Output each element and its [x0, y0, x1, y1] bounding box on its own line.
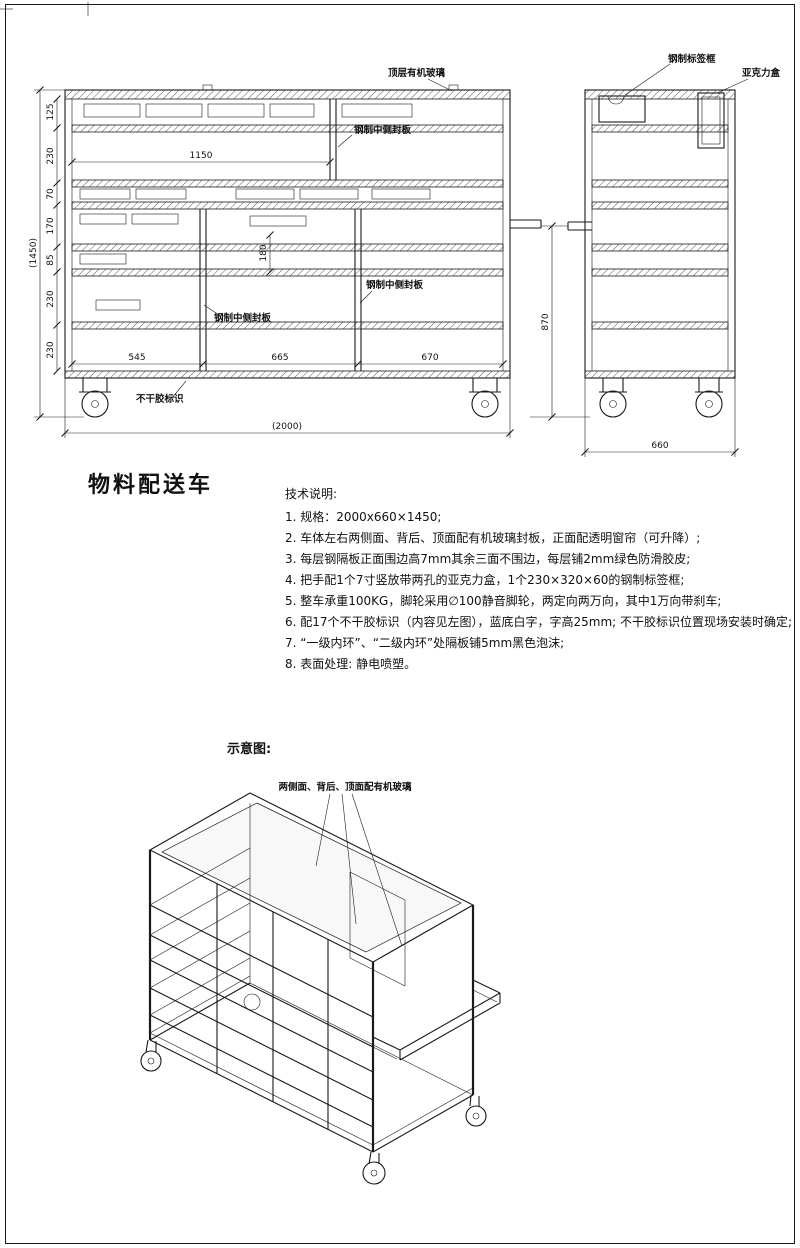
isometric-schematic-drawing: 两侧面、背后、顶面配有机玻璃: [140, 781, 501, 1185]
acrylic-box: [697, 92, 725, 149]
dim-overall-width: (2000): [61, 378, 514, 438]
dim-text-230c: 230: [46, 341, 56, 358]
side-handle: [567, 221, 592, 231]
tech-note-line: 8. 表面处理: 静电喷塑。: [285, 657, 417, 671]
dim-overall-height: (1450): [29, 86, 84, 421]
iso-top-glass: [161, 802, 462, 953]
page-border: [5, 4, 795, 1244]
dim-handle-height: 870: [530, 222, 590, 421]
iso-cart: [140, 792, 501, 1185]
dim-text-1450: (1450): [29, 238, 39, 268]
callout-iso-glass-panels: 两侧面、背后、顶面配有机玻璃: [278, 781, 412, 793]
dim-text-180: 180: [259, 244, 269, 261]
dim-text-870: 870: [541, 313, 551, 330]
dim-text-85: 85: [46, 254, 56, 265]
dim-text-230b: 230: [46, 290, 56, 307]
push-handle: [510, 219, 542, 229]
steel-label-frame: [598, 95, 646, 123]
tech-note-line: 6. 配17个不干胶标识（内容见左图），蓝底白字，字高25mm; 不干胶标识位置…: [285, 615, 793, 629]
iso-caster-back-left: [243, 993, 261, 1011]
tech-note-line: 2. 车体左右两侧面、背后、顶面配有机玻璃封板，正面配透明窗帘（可升降）;: [285, 531, 701, 545]
dim-text-670: 670: [421, 353, 438, 363]
tech-note-line: 5. 整车承重100KG，脚轮采用∅100静音脚轮，两定向两万向，其中1万向带刹…: [285, 594, 722, 608]
callout-steel-mid-panel-c: 钢制中侧封板: [214, 312, 272, 324]
dim-text-545: 545: [128, 353, 145, 363]
callout-steel-mid-panel-b: 钢制中侧封板: [366, 279, 424, 291]
caster-side-right: [695, 378, 723, 418]
notes-heading: 技术说明:: [285, 487, 338, 501]
technical-notes: 技术说明: 1. 规格：2000x660×1450; 2. 车体左右两侧面、背后…: [285, 484, 792, 675]
callout-acrylic-box: 亚克力盒: [742, 67, 781, 79]
tech-note-line: 4. 把手配1个7寸竖放带两孔的亚克力盒，1个230×320×60的钢制标签框;: [285, 573, 685, 587]
tech-note-line: 3. 每层钢隔板正面围边高7mm其余三面不围边，每层铺2mm绿色防滑胶皮;: [285, 552, 691, 566]
tech-note-line: 7. “一级内环”、“二级内环”处隔板铺5mm黑色泡沫;: [285, 636, 565, 650]
dim-text-70: 70: [46, 188, 56, 200]
dim-text-660: 660: [651, 441, 668, 451]
orthographic-views-drawing: (1450) 125 230 70 170 85 230 230 1150: [0, 2, 781, 457]
dim-depth: 660: [581, 378, 739, 457]
iso-caster-front-left: [140, 1039, 162, 1072]
dim-text-665: 665: [271, 353, 288, 363]
tech-note-line: 1. 规格：2000x660×1450;: [285, 510, 442, 524]
dim-text-125: 125: [46, 103, 56, 120]
callout-steel-mid-panel-a: 钢制中侧封板: [354, 124, 412, 136]
schematic-heading: 示意图:: [227, 742, 272, 757]
caster-side-left: [599, 378, 627, 418]
iso-push-handle: [372, 979, 501, 1061]
label-frames: [79, 103, 431, 311]
dim-text-230a: 230: [46, 147, 56, 164]
dim-row-heights: 125 230 70 170 85 230 230: [46, 95, 61, 375]
callout-label-frame: 钢制标签框: [668, 53, 716, 65]
callout-sticker-label: 不干胶标识: [136, 393, 184, 405]
dim-text-2000: (2000): [272, 422, 302, 432]
front-view-drawing: (1450) 125 230 70 170 85 230 230 1150: [29, 67, 542, 438]
iso-caster-back-right: [465, 1094, 487, 1127]
dim-bottom-widths: 545 665 670: [68, 353, 507, 368]
side-view-drawing: 660 钢制标签框 亚克力盒: [567, 53, 781, 457]
registration-marks: [0, 2, 89, 16]
dim-top-inner-width: 1150: [68, 151, 334, 166]
caster-front-left: [79, 378, 111, 418]
iso-caster-front-right: [362, 1151, 386, 1185]
dim-text-1150: 1150: [190, 151, 213, 161]
dim-text-170: 170: [46, 217, 56, 234]
caster-front-right: [469, 378, 501, 418]
callout-top-glass: 顶层有机玻璃: [388, 67, 446, 79]
dim-mid-inner-height: 180: [259, 231, 274, 276]
page-title: 物料配送车: [88, 473, 214, 498]
